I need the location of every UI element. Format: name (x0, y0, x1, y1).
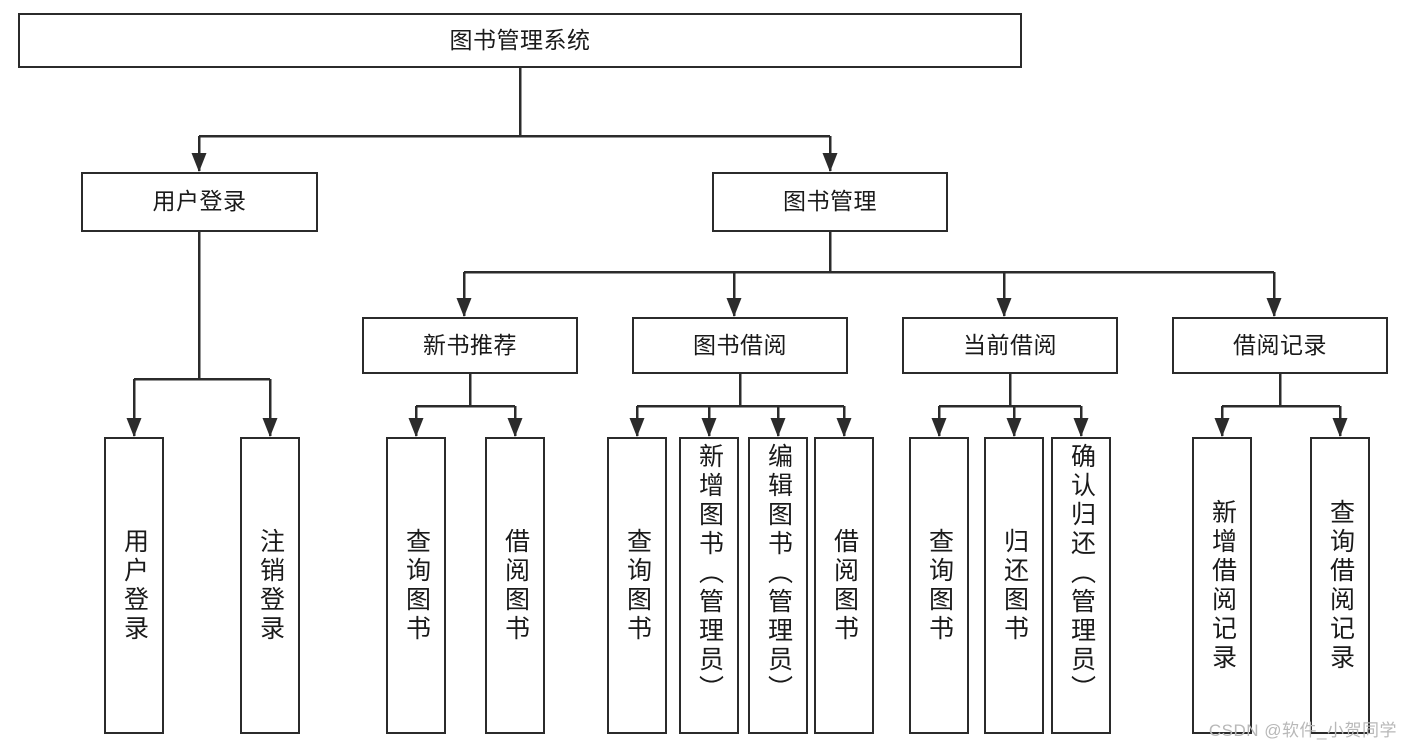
node-label: 编辑图书（管理员） (764, 443, 793, 704)
arrowhead-icon (408, 418, 424, 437)
node-current-borrow[interactable]: 当前借阅 (902, 317, 1118, 374)
node-label: 新增图书（管理员） (695, 443, 724, 704)
arrowhead-icon (770, 418, 786, 437)
node-label: 图书管理系统 (449, 26, 591, 53)
arrowhead-icon (1266, 298, 1282, 317)
node-label: 查询图书 (402, 527, 431, 644)
node-leaf-borrow-book[interactable]: 借阅图书 (814, 437, 874, 734)
node-root[interactable]: 图书管理系统 (18, 13, 1022, 68)
node-book-manage[interactable]: 图书管理 (712, 172, 948, 232)
node-label: 图书借阅 (693, 331, 787, 358)
node-label: 归还图书 (1000, 527, 1029, 644)
arrowhead-icon (726, 298, 742, 317)
node-label: 新增借阅记录 (1208, 498, 1237, 673)
node-label: 确认归还（管理员） (1067, 443, 1096, 704)
arrowhead-icon (629, 418, 645, 437)
node-label: 注销登录 (256, 527, 285, 644)
node-leaf-return-book[interactable]: 归还图书 (984, 437, 1044, 734)
arrowhead-icon (191, 153, 207, 172)
node-leaf-query-book-borrow[interactable]: 查询图书 (607, 437, 667, 734)
arrowhead-icon (996, 298, 1012, 317)
node-label: 查询图书 (623, 527, 652, 644)
node-leaf-add-book[interactable]: 新增图书（管理员） (679, 437, 739, 734)
arrowhead-icon (822, 153, 838, 172)
node-label: 用户登录 (152, 188, 247, 215)
node-leaf-borrow-book-rec[interactable]: 借阅图书 (485, 437, 545, 734)
node-label: 借阅图书 (501, 527, 530, 644)
node-label: 当前借阅 (963, 331, 1057, 358)
node-borrow-record[interactable]: 借阅记录 (1172, 317, 1388, 374)
node-new-book-rec[interactable]: 新书推荐 (362, 317, 578, 374)
node-label: 借阅记录 (1233, 331, 1327, 358)
node-label: 图书管理 (783, 188, 877, 215)
node-leaf-add-record[interactable]: 新增借阅记录 (1192, 437, 1252, 734)
node-leaf-edit-book[interactable]: 编辑图书（管理员） (748, 437, 808, 734)
node-user-login[interactable]: 用户登录 (81, 172, 318, 232)
arrowhead-icon (931, 418, 947, 437)
node-leaf-query-book-rec[interactable]: 查询图书 (386, 437, 446, 734)
arrowhead-icon (836, 418, 852, 437)
arrowhead-icon (1006, 418, 1022, 437)
node-label: 用户登录 (120, 527, 149, 644)
node-leaf-user-login[interactable]: 用户登录 (104, 437, 164, 734)
node-label: 新书推荐 (423, 331, 517, 358)
arrowhead-icon (1073, 418, 1089, 437)
node-label: 查询借阅记录 (1326, 498, 1355, 673)
arrowhead-icon (456, 298, 472, 317)
node-label: 借阅图书 (830, 527, 859, 644)
node-leaf-user-logout[interactable]: 注销登录 (240, 437, 300, 734)
arrowhead-icon (262, 418, 278, 437)
node-book-borrow[interactable]: 图书借阅 (632, 317, 848, 374)
arrowhead-icon (701, 418, 717, 437)
arrowhead-icon (1332, 418, 1348, 437)
node-leaf-query-book-current[interactable]: 查询图书 (909, 437, 969, 734)
arrowhead-icon (507, 418, 523, 437)
arrowhead-icon (126, 418, 142, 437)
arrowhead-icon (1214, 418, 1230, 437)
node-label: 查询图书 (925, 527, 954, 644)
node-leaf-confirm-return[interactable]: 确认归还（管理员） (1051, 437, 1111, 734)
node-leaf-query-record[interactable]: 查询借阅记录 (1310, 437, 1370, 734)
